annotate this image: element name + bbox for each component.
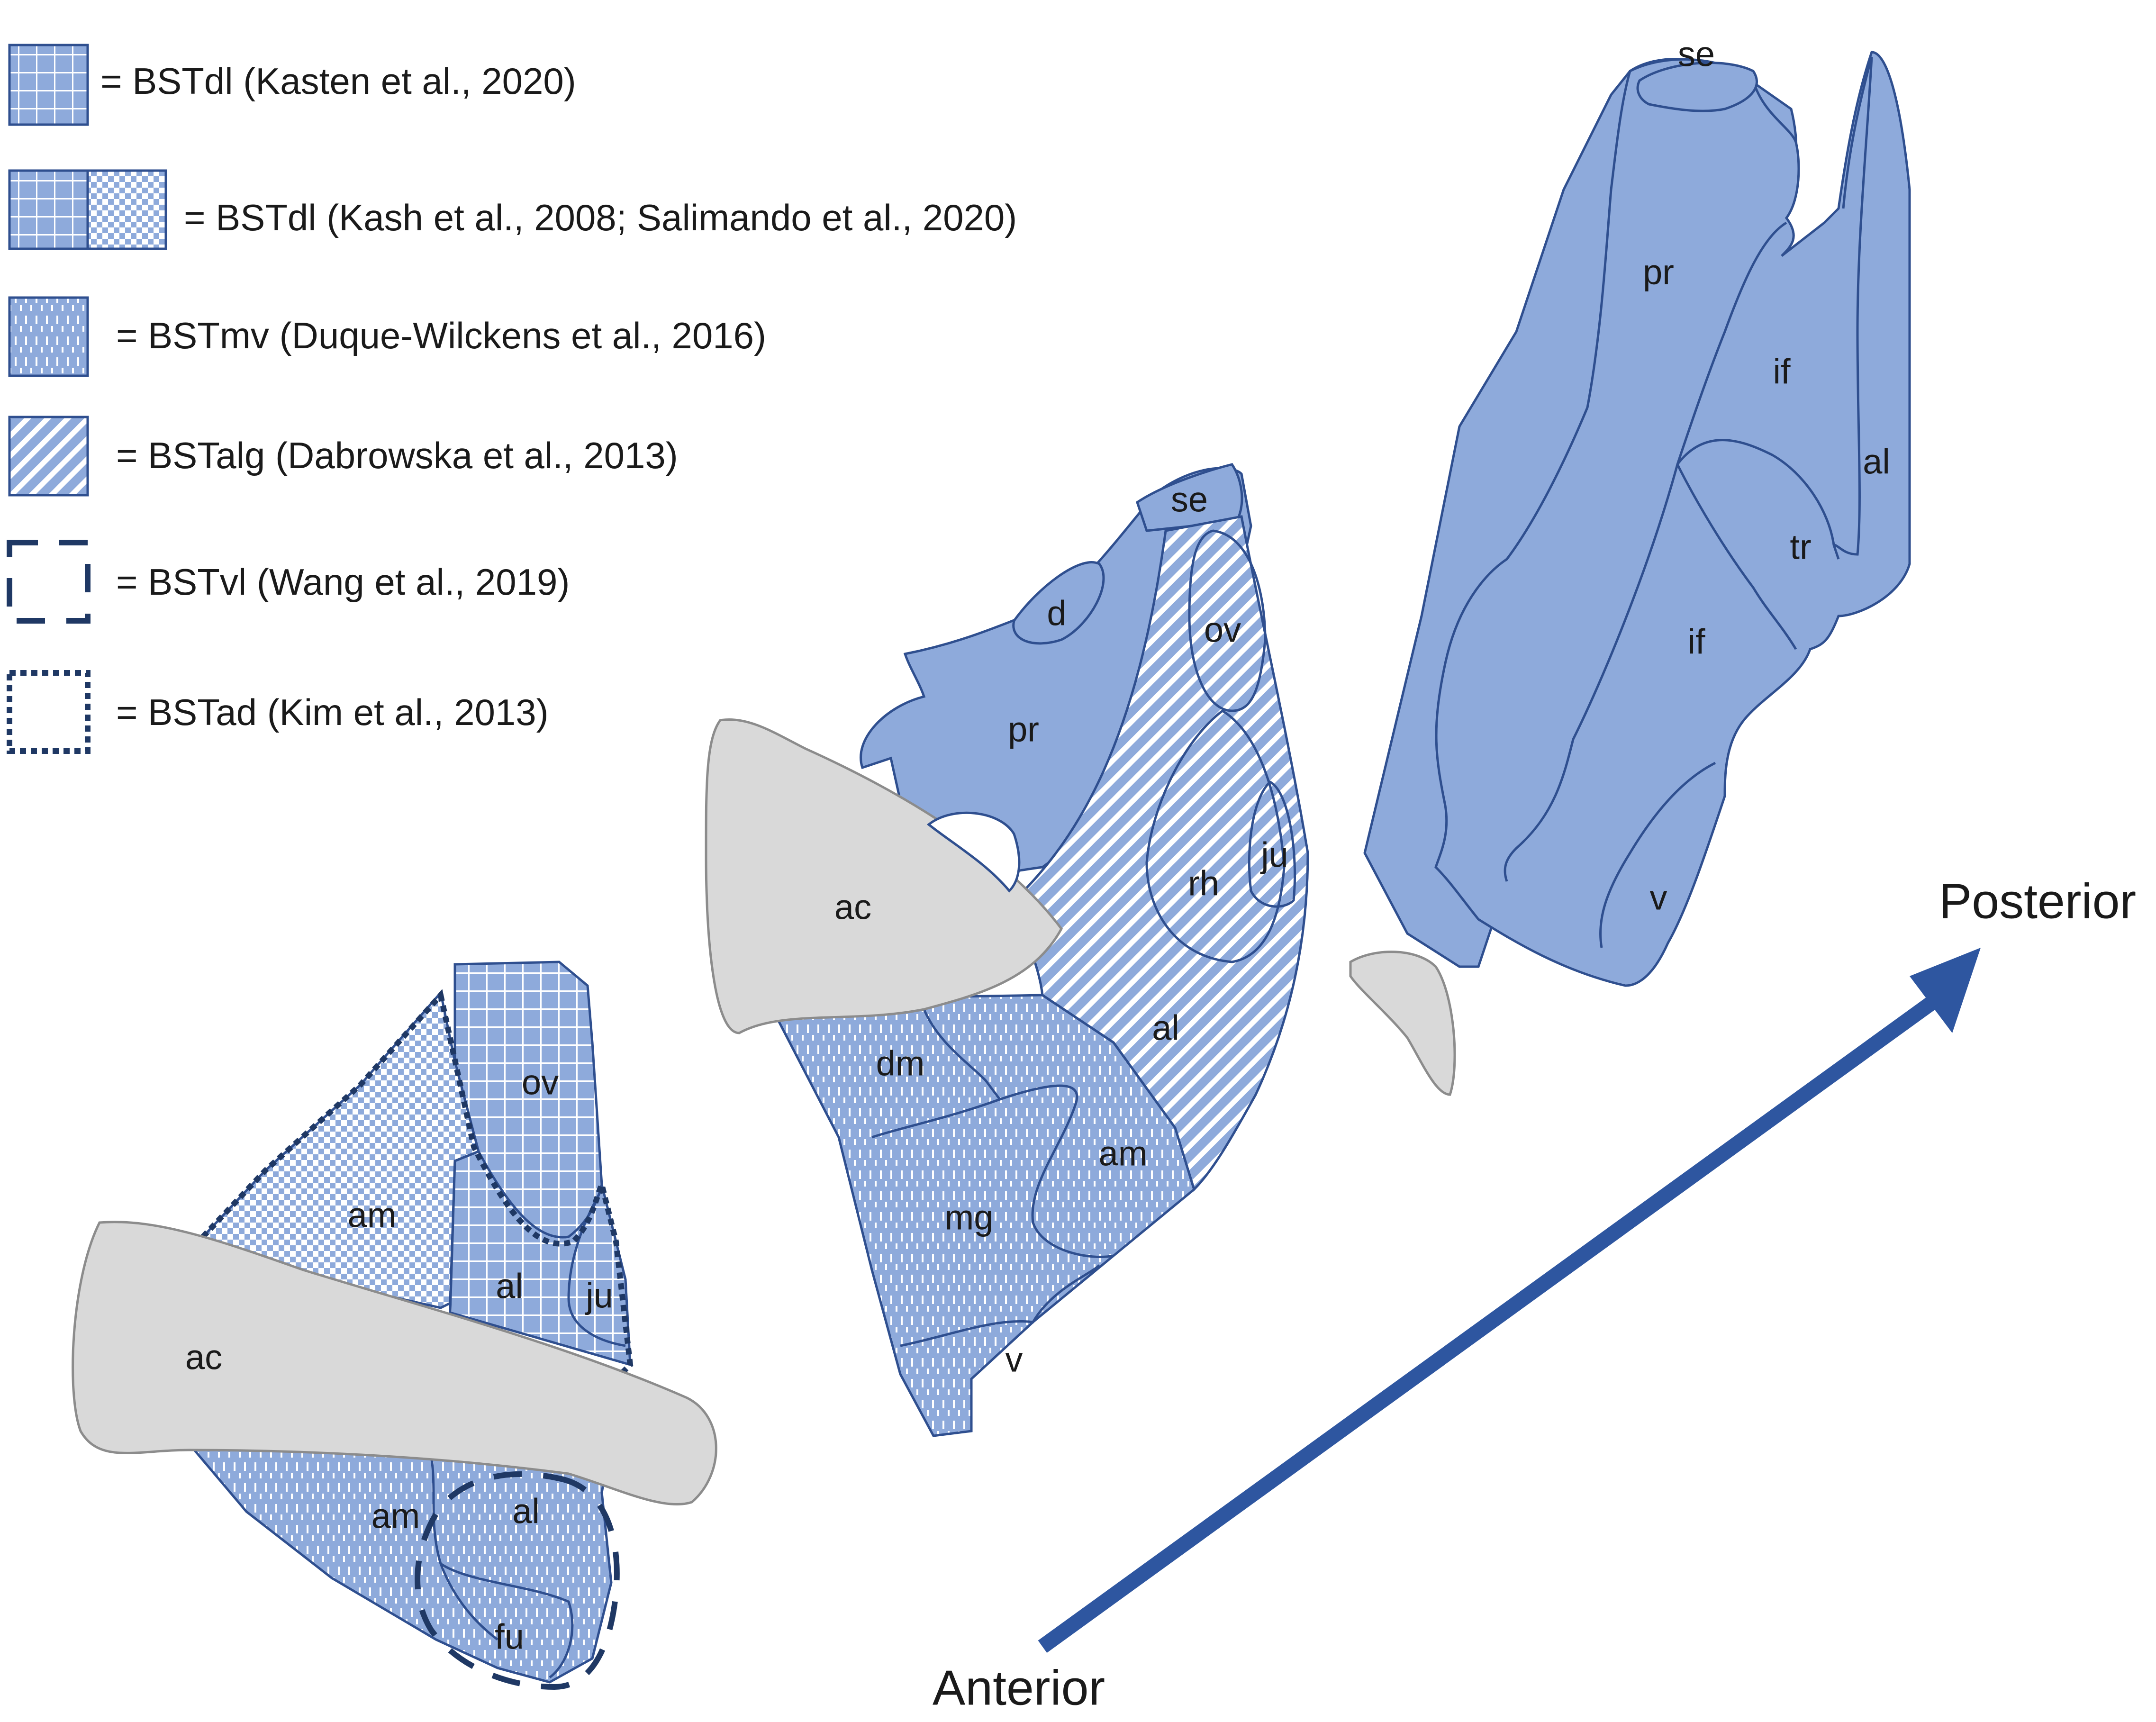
- label-posterior-se: se: [1678, 35, 1715, 74]
- swatch-checker: [86, 169, 167, 250]
- anterior-bstvl-outline: [415, 1471, 620, 1690]
- legend-item-duque: = BSTmv (Duque-Wilckens et al., 2016): [8, 296, 766, 377]
- legend-label-wang: = BSTvl (Wang et al., 2019): [116, 561, 570, 603]
- middle-d-subregion: [1012, 561, 1105, 645]
- swatch-dashed-outline: [7, 540, 91, 624]
- anterior-bstad-outline: [184, 989, 634, 1382]
- label-middle-dm: dm: [876, 1044, 925, 1083]
- legend-item-kasten: = BSTdl (Kasten et al., 2020): [8, 44, 576, 126]
- middle-commissure: [705, 718, 1063, 1034]
- label-anterior-am-top: am: [348, 1196, 397, 1235]
- legend-item-kash: = BSTdl (Kash et al., 2008; Salimando et…: [8, 169, 1017, 250]
- axis-arrow-head: [1910, 948, 1981, 1033]
- label-anterior-ov: ov: [522, 1063, 559, 1102]
- middle-ov-subregion: [1188, 529, 1267, 712]
- middle-dm-boundary: [871, 1009, 1002, 1139]
- axis-arrow-shaft: [1038, 994, 1940, 1653]
- legend-label-duque: = BSTmv (Duque-Wilckens et al., 2016): [116, 315, 766, 356]
- posterior-tr-upper-boundary: [1676, 439, 1840, 560]
- middle-rh-subregion: [1145, 709, 1286, 963]
- legend-label-kim: = BSTad (Kim et al., 2013): [116, 691, 549, 733]
- label-posterior-pr: pr: [1643, 253, 1674, 292]
- label-middle-rh: rh: [1188, 864, 1219, 903]
- posterior-outline-full: [1434, 51, 1911, 987]
- legend-item-wang: = BSTvl (Wang et al., 2019): [7, 540, 570, 624]
- middle-se-subregion: [1136, 463, 1243, 532]
- middle-section: se d ov pr ac ju rh al dm am mg v: [705, 463, 1456, 1437]
- middle-white-notch: [926, 811, 1021, 893]
- middle-mg-boundary: [900, 1264, 1100, 1347]
- posterior-se-subregion: [1636, 62, 1758, 112]
- label-posterior-al: al: [1863, 442, 1890, 481]
- label-posterior-if-bottom: if: [1688, 622, 1705, 662]
- label-middle-v: v: [1006, 1340, 1023, 1379]
- middle-al-diagonal-region: [1007, 515, 1309, 1192]
- label-middle-d: d: [1047, 594, 1066, 633]
- anterior-fu-subregion: [440, 1562, 574, 1678]
- label-middle-pr: pr: [1008, 710, 1039, 749]
- swatch-dotted-outline: [7, 670, 91, 754]
- label-posterior-if-top: if: [1773, 352, 1791, 391]
- legend-item-dabrowska: = BSTalg (Dabrowska et al., 2013): [8, 416, 678, 497]
- label-posterior-tr: tr: [1790, 527, 1811, 567]
- legend: = BSTdl (Kasten et al., 2020) = BSTdl (K…: [7, 44, 1017, 754]
- swatch-diagonal: [8, 416, 89, 497]
- label-posterior-v: v: [1650, 878, 1667, 917]
- posterior-pr-if-boundary: [1504, 221, 1787, 882]
- label-middle-se: se: [1171, 480, 1208, 519]
- middle-am-boundary: [999, 1084, 1114, 1258]
- anterior-commissure: [72, 1221, 717, 1506]
- label-middle-mg: mg: [945, 1198, 994, 1237]
- legend-item-kim: = BSTad (Kim et al., 2013): [7, 670, 549, 754]
- legend-label-kasten: = BSTdl (Kasten et al., 2020): [100, 60, 576, 102]
- anterior-posterior-axis: Anterior Posterior: [933, 874, 2136, 1715]
- posterior-tr-lower-boundary: [1676, 463, 1797, 650]
- posterior-al-subregion: [1833, 56, 1873, 556]
- anterior-ventral-divider-am-al: [425, 1438, 498, 1640]
- legend-label-kash: = BSTdl (Kash et al., 2008; Salimando et…: [184, 197, 1017, 238]
- label-anterior-ac: ac: [185, 1338, 222, 1377]
- label-middle-ov: ov: [1204, 610, 1241, 650]
- axis-label-anterior: Anterior: [933, 1660, 1105, 1715]
- posterior-section: se pr if al tr if v: [1363, 35, 1911, 987]
- label-anterior-am-bottom: am: [371, 1496, 420, 1536]
- swatch-grid: [8, 169, 89, 250]
- anterior-section: ac am ov al ju am al fu: [72, 961, 717, 1690]
- axis-label-posterior: Posterior: [1939, 874, 2136, 929]
- posterior-if-v-boundary: [1599, 761, 1716, 948]
- legend-label-dabrowska: = BSTalg (Dabrowska et al., 2013): [116, 435, 678, 476]
- label-anterior-ju: ju: [585, 1276, 613, 1315]
- label-middle-al: al: [1152, 1008, 1179, 1048]
- label-anterior-al-bottom: al: [512, 1492, 540, 1531]
- middle-grey-fragment: [1349, 951, 1456, 1096]
- label-middle-ac: ac: [834, 888, 871, 927]
- swatch-grid: [8, 44, 89, 126]
- middle-ju-subregion: [1248, 780, 1296, 908]
- anterior-grid-region: [449, 961, 632, 1367]
- swatch-dashes: [8, 296, 89, 377]
- label-middle-ju: ju: [1260, 835, 1288, 875]
- label-anterior-al-top: al: [496, 1267, 523, 1306]
- label-middle-am: am: [1099, 1134, 1148, 1173]
- label-anterior-fu: fu: [495, 1617, 524, 1657]
